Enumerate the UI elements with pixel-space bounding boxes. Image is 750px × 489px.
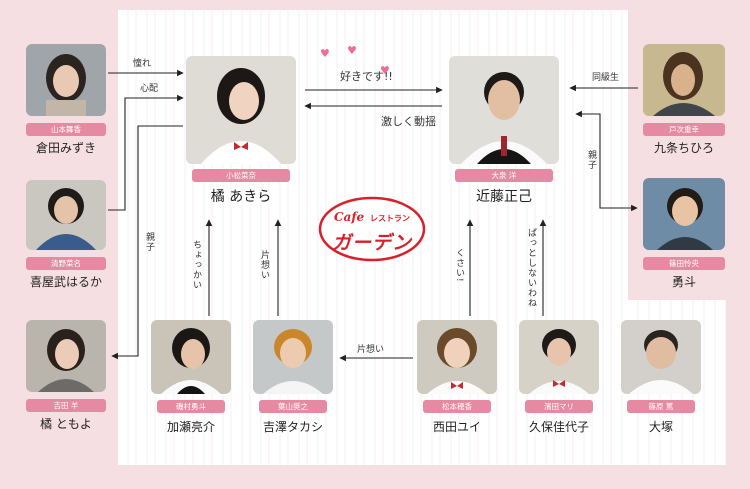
label-oya-right: 親子 bbox=[586, 150, 596, 170]
actor-badge: 葉山奨之 bbox=[259, 400, 327, 413]
arrow-oya-right bbox=[575, 110, 638, 212]
actor-badge: 戸次重幸 bbox=[643, 123, 725, 136]
role-name: 吉澤タカシ bbox=[262, 420, 323, 434]
actor-badge: 磯村勇斗 bbox=[157, 400, 225, 413]
portrait bbox=[643, 44, 725, 116]
actor-badge: 山本舞香 bbox=[26, 123, 106, 136]
portrait bbox=[519, 320, 599, 394]
label-kataomoi2: 片想い bbox=[357, 345, 385, 355]
role-name: 西田ユイ bbox=[432, 420, 481, 434]
logo-cafe: Cafe bbox=[334, 210, 365, 224]
cafe-garden-logo: Cafe レストラン ガーデン bbox=[318, 196, 426, 262]
logo-main: ガーデン bbox=[332, 232, 413, 254]
label-kataomoi1: 片想い bbox=[259, 250, 269, 280]
heart-icon: ♥ bbox=[347, 44, 357, 57]
portrait bbox=[26, 44, 106, 116]
label-oya-left: 親子 bbox=[144, 232, 154, 252]
role-name: 近藤正己 bbox=[476, 189, 532, 205]
role-name: 橘 ともよ bbox=[40, 417, 92, 431]
label-suki: 好きです!! bbox=[340, 70, 393, 83]
actor-badge: 濱田マリ bbox=[525, 400, 593, 413]
role-name: 加瀬亮介 bbox=[166, 420, 215, 434]
role-name: 九条ちひろ bbox=[653, 141, 714, 155]
portrait bbox=[449, 56, 559, 164]
role-name: 勇斗 bbox=[671, 275, 696, 289]
role-name: 大塚 bbox=[648, 420, 673, 434]
heart-icon: ♥ bbox=[320, 47, 330, 60]
role-name: 橘 あきら bbox=[210, 189, 272, 205]
label-akogare: 憧れ bbox=[133, 59, 152, 69]
role-name: 久保佳代子 bbox=[528, 420, 589, 434]
label-chokkai: ちょっかい bbox=[191, 240, 201, 290]
role-name: 喜屋武はるか bbox=[29, 275, 102, 289]
arrow-shinpai bbox=[108, 94, 184, 211]
label-shinpai: 心配 bbox=[140, 84, 159, 94]
label-kusai: くさい! bbox=[454, 248, 464, 283]
heart-icon: ♥ bbox=[380, 64, 390, 77]
portrait bbox=[26, 320, 106, 392]
label-dokyo: 激しく動揺 bbox=[381, 115, 436, 128]
portrait bbox=[186, 56, 296, 164]
actor-badge: 小松菜奈 bbox=[192, 169, 290, 182]
portrait bbox=[26, 180, 106, 250]
actor-badge: 篠原 篤 bbox=[627, 400, 695, 413]
role-name: 倉田みずき bbox=[35, 141, 96, 155]
portrait bbox=[417, 320, 497, 394]
logo-small: レストラン bbox=[370, 214, 410, 223]
actor-badge: 清野菜名 bbox=[26, 257, 106, 270]
actor-badge: 吉田 羊 bbox=[26, 399, 106, 412]
actor-badge: 篠田怜央 bbox=[643, 257, 725, 270]
arrow-oya-left bbox=[111, 125, 183, 360]
portrait bbox=[151, 320, 231, 394]
actor-badge: 大泉 洋 bbox=[455, 169, 553, 182]
label-doukyusei: 同級生 bbox=[592, 73, 620, 83]
actor-badge: 松本穂香 bbox=[423, 400, 491, 413]
portrait bbox=[253, 320, 333, 394]
portrait bbox=[643, 178, 725, 250]
portrait bbox=[621, 320, 701, 394]
label-patto: ぱっとしないわね bbox=[526, 228, 536, 308]
